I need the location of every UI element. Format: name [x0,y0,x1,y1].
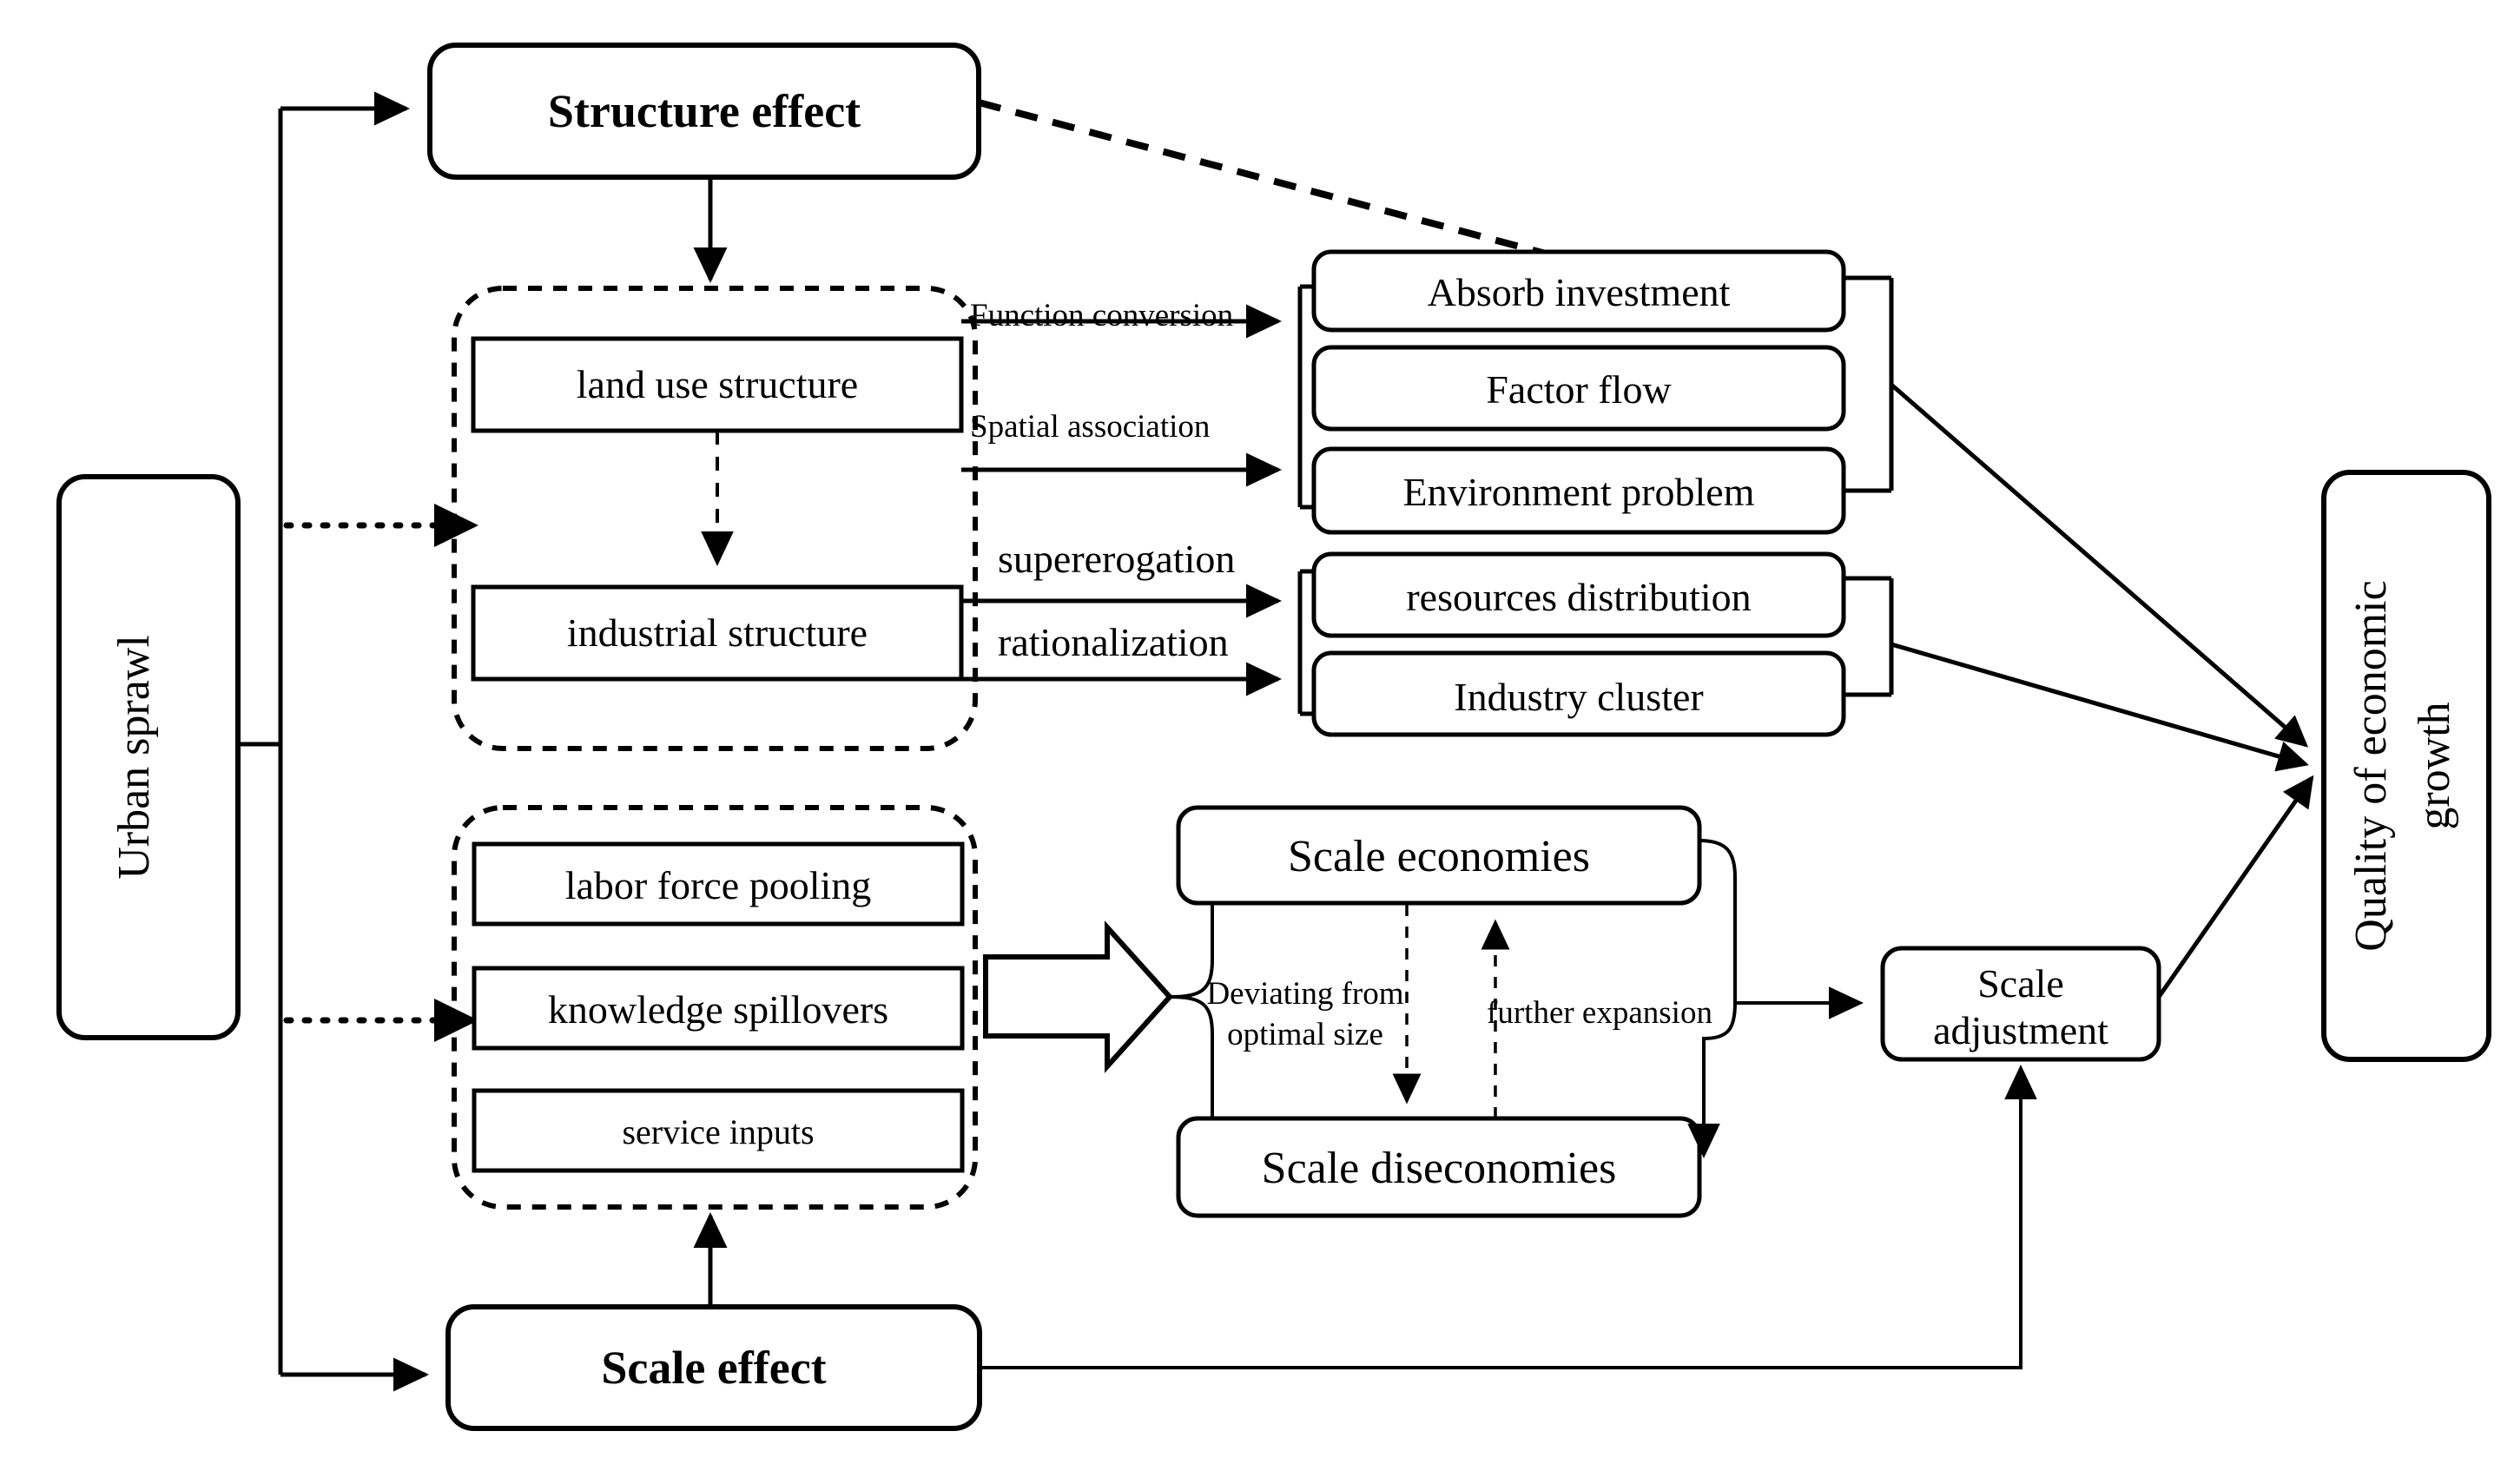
edge-label-deviating-line2: optimal size [1227,1017,1383,1052]
node-environment-problem-label: Environment problem [1403,470,1755,514]
edge-structure-outcomes-to-quality [1890,383,2309,748]
edge-label-further-expansion: further expansion [1487,995,1712,1031]
node-service-inputs[interactable] [472,1088,965,1173]
node-scale-effect-label: Scale effect [601,1342,826,1394]
node-labor-force-pooling[interactable] [472,841,965,927]
bracket-right-bottom-group [1844,576,1894,697]
edge-structure-effect-to-absorb-investment [977,99,1613,274]
node-scale-economies[interactable] [1176,805,1702,906]
edge-label-spatial-association: Spatial association [970,409,1210,445]
node-scale-adjustment[interactable] [1880,946,2161,1062]
node-structure-effect[interactable] [427,43,981,180]
merge-junction-right [1687,839,1864,1158]
edge-label-rationalization: rationalization [998,620,1229,664]
node-quality-of-economic-growth[interactable] [2321,470,2491,1062]
node-knowledge-spillovers-label: knowledge spillovers [548,987,888,1032]
edge-label-function-conversion: Function conversion [970,298,1233,333]
node-service-inputs-label: service inputs [622,1112,814,1151]
node-industrial-structure[interactable] [471,584,964,682]
bracket-right-top-group [1844,275,1894,493]
node-industry-cluster-label: Industry cluster [1454,675,1703,719]
node-structure-effect-label: Structure effect [548,85,861,137]
urban-sprawl-trunk [238,109,283,1375]
node-scale-diseconomies[interactable] [1176,1116,1702,1218]
node-urban-sprawl[interactable] [56,474,241,1040]
block-arrow-agglomeration-to-scale [983,920,1174,1073]
node-labor-force-pooling-label: labor force pooling [565,863,872,907]
edge-label-supererogation: supererogation [998,537,1235,581]
edge-scale-effect-to-scale-adjustment [980,1065,2037,1369]
node-quality-label-line2: growth [2410,702,2459,829]
node-land-use-structure-label: land use structure [577,362,858,406]
node-knowledge-spillovers[interactable] [472,966,965,1051]
node-quality-label-line1: Quality of economic [2346,580,2396,951]
node-factor-flow[interactable] [1311,345,1846,432]
node-absorb-investment[interactable] [1311,249,1846,333]
node-urban-sprawl-label: Urban sprawl [109,635,159,880]
node-scale-adjustment-label-line1: Scale [1977,961,2064,1006]
node-resources-distribution[interactable] [1311,551,1846,638]
group-agglomeration [452,805,978,1210]
node-scale-adjustment-label-line2: adjustment [1933,1008,2108,1052]
edge-scale-adjustment-to-quality [2156,775,2314,999]
node-factor-flow-label: Factor flow [1486,367,1672,412]
node-scale-diseconomies-label: Scale diseconomies [1262,1144,1617,1193]
node-scale-economies-label: Scale economies [1288,832,1590,881]
node-absorb-investment-label: Absorb investment [1428,270,1731,314]
node-resources-distribution-label: resources distribution [1406,575,1751,619]
group-structure [452,286,978,751]
edge-label-deviating-line1: Deviating from [1206,976,1403,1012]
edge-industry-outcomes-to-quality [1890,642,2309,772]
node-industrial-structure-label: industrial structure [567,610,868,655]
